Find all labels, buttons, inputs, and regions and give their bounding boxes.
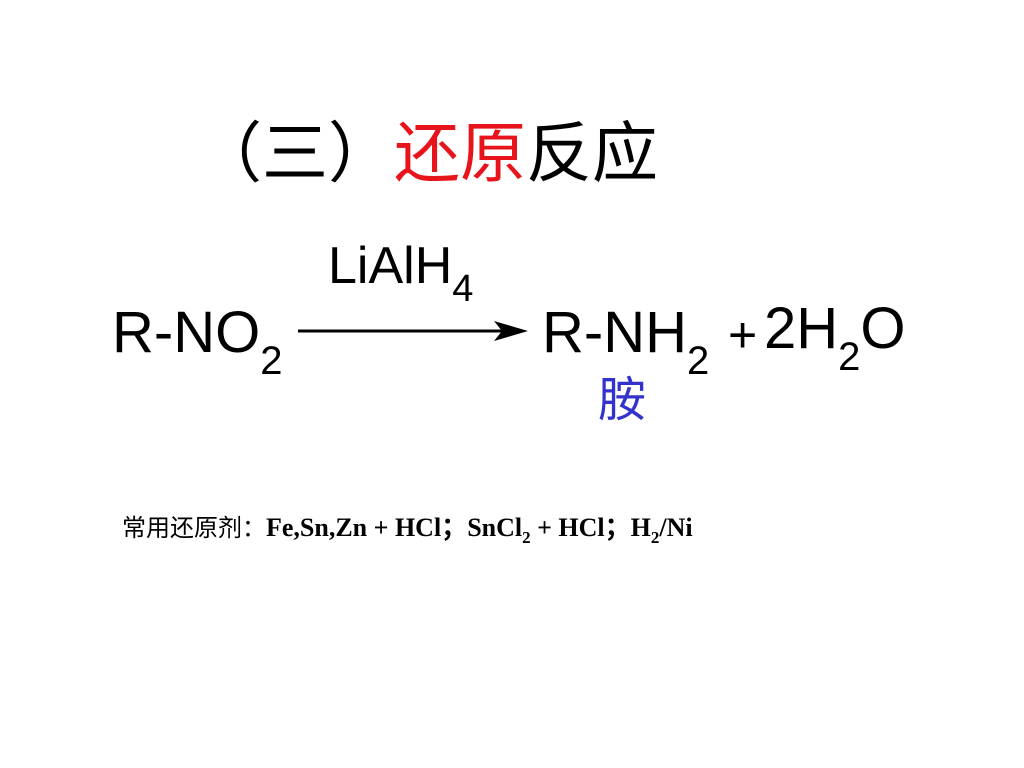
agents-part3-subscript: 2: [650, 528, 660, 547]
title-suffix: 反应: [526, 115, 658, 192]
reducing-agents-label: 常用还原剂：: [122, 514, 266, 542]
water-pre: 2H: [764, 296, 839, 361]
product-name-label: 胺: [598, 372, 647, 428]
title-highlight: 还原: [394, 115, 526, 192]
agents-part3-base: H: [630, 513, 651, 542]
agents-part2-subscript: 2: [522, 528, 531, 547]
reagent-base: LiAlH: [328, 237, 453, 295]
reactant-base: R-NO: [112, 300, 261, 365]
title-prefix: （三）: [196, 115, 394, 192]
agents-part1: Fe,Sn,Zn + HCl；: [266, 513, 468, 542]
product-subscript: 2: [686, 339, 710, 383]
reducing-agents-line: 常用还原剂：Fe,Sn,Zn + HCl；SnCl2 + HCl；H2/Ni: [122, 508, 693, 551]
reaction-arrow-icon: [298, 321, 528, 341]
reagent-formula: LiAlH4: [328, 237, 473, 308]
agents-part2-base: SnCl: [467, 513, 523, 542]
water-subscript: 2: [838, 335, 861, 379]
plus-sign: +: [728, 307, 758, 363]
reactant-formula: R-NO2: [112, 304, 282, 382]
reagent-subscript: 4: [452, 268, 474, 310]
agents-part3-rest: /Ni: [659, 513, 693, 542]
slide-title: （三）还原反应: [196, 110, 658, 198]
product-formula: R-NH2: [542, 304, 709, 382]
agents-part2-rest: + HCl；: [530, 513, 631, 542]
product-base: R-NH: [542, 300, 687, 365]
water-post: O: [860, 296, 906, 361]
water-formula: 2H2O: [764, 300, 906, 378]
reactant-subscript: 2: [260, 339, 283, 383]
